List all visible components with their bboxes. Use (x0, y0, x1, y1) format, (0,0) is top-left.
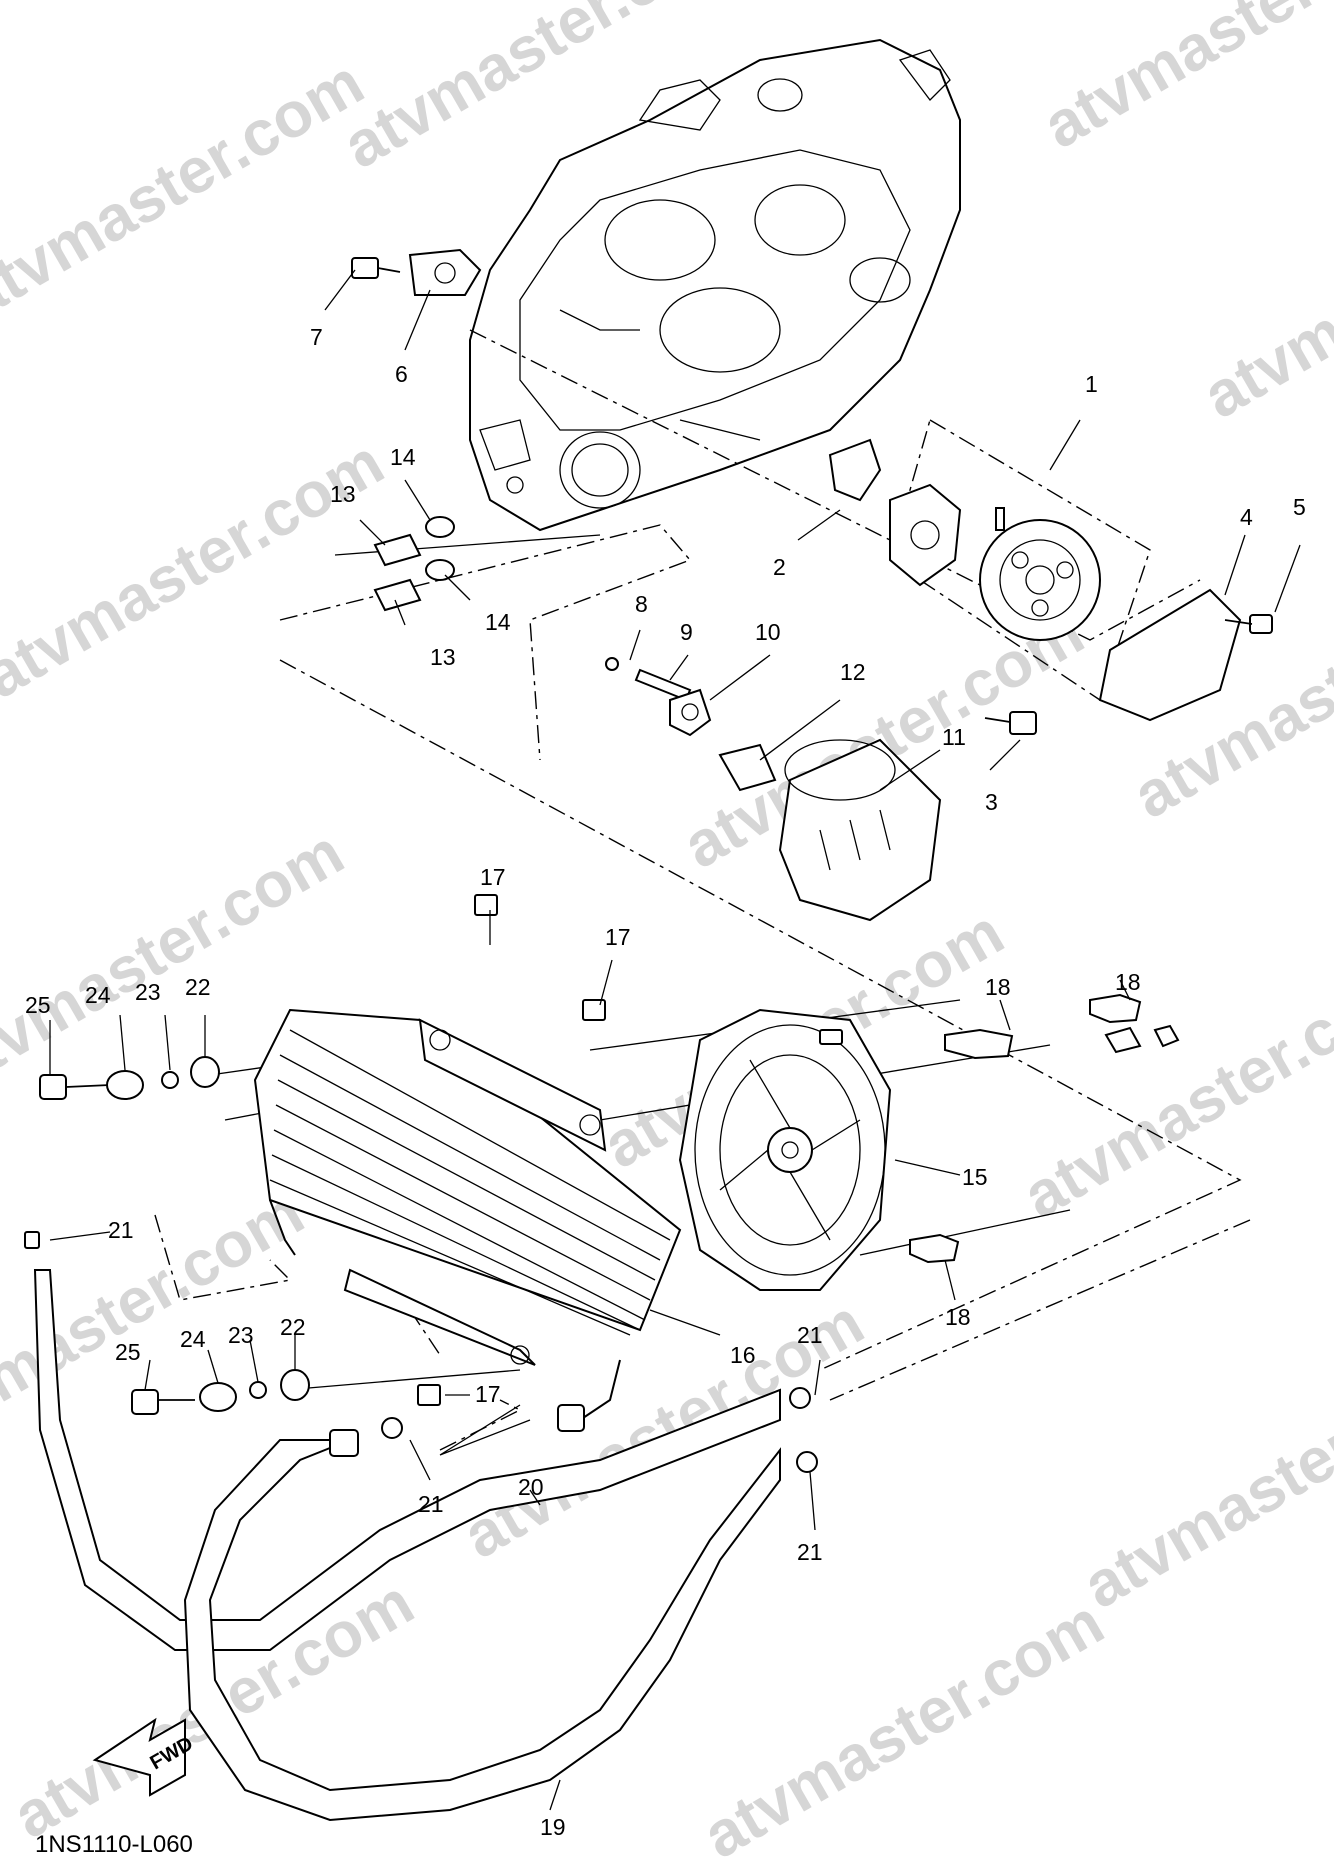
watermark: atvmaster.com (1071, 1336, 1334, 1622)
mount-hardware (39, 1056, 310, 1415)
callout-label: 23 (228, 1322, 254, 1348)
watermark: atvmaster.com (1191, 146, 1334, 432)
callout-label: 7 (310, 324, 323, 350)
callout-label: 8 (635, 591, 648, 617)
callout-label: 14 (390, 444, 416, 470)
callout-label: 24 (85, 982, 111, 1008)
callout-label: 23 (135, 979, 161, 1005)
callout-label: 24 (180, 1326, 206, 1352)
callout-label: 18 (1115, 969, 1141, 995)
callout-label: 21 (108, 1217, 134, 1243)
callout-label: 11 (942, 724, 966, 750)
callout-label: 13 (430, 644, 456, 670)
cooling-fan (678, 993, 1180, 1291)
oil-pump-assembly (828, 438, 1273, 735)
callout-label: 5 (1293, 494, 1306, 520)
callout-label: 17 (480, 864, 506, 890)
callout-label: 25 (25, 992, 51, 1018)
callout-label: 16 (730, 1342, 756, 1368)
oil-cooler (253, 894, 682, 1422)
watermark: atvmaster.com (1011, 946, 1334, 1232)
callout-label: 21 (797, 1539, 823, 1565)
callout-label: 14 (485, 609, 511, 635)
callout-label: 17 (605, 924, 631, 950)
callout-label: 21 (797, 1322, 823, 1348)
callout-label: 10 (755, 619, 781, 645)
watermark: atvmaster.com (0, 426, 395, 712)
callouts: 1 2 3 4 5 6 7 8 9 10 11 12 13 13 14 14 1… (25, 324, 1306, 1840)
callout-label: 12 (840, 659, 866, 685)
callout-label: 13 (330, 481, 356, 507)
callout-label: 20 (518, 1474, 544, 1500)
callout-label: 6 (395, 361, 408, 387)
callout-label: 22 (185, 974, 211, 1000)
watermark: atvmaster.com (691, 1586, 1115, 1869)
diagram-code: 1NS1110-L060 (35, 1831, 193, 1858)
callout-label: 22 (280, 1314, 306, 1340)
small-parts (351, 248, 777, 792)
callout-label: 1 (1085, 371, 1098, 397)
callout-leaders (49, 269, 1301, 1811)
watermark: atvmaster.com (0, 46, 375, 332)
oil-filter (778, 738, 942, 922)
callout-label: 3 (985, 789, 998, 815)
watermark: atvmaster.com (1031, 0, 1334, 162)
callout-label: 15 (962, 1164, 988, 1190)
callout-label: 19 (540, 1814, 566, 1840)
callout-label: 17 (475, 1381, 501, 1407)
callout-label: 2 (773, 554, 786, 580)
crankcase (469, 38, 961, 532)
callout-label: 25 (115, 1339, 141, 1365)
oil-hoses (24, 1231, 818, 1822)
callout-label: 9 (680, 619, 693, 645)
callout-label: 18 (985, 974, 1011, 1000)
callout-label: 21 (418, 1491, 444, 1517)
callout-label: 4 (1240, 504, 1253, 530)
callout-label: 18 (945, 1304, 971, 1330)
